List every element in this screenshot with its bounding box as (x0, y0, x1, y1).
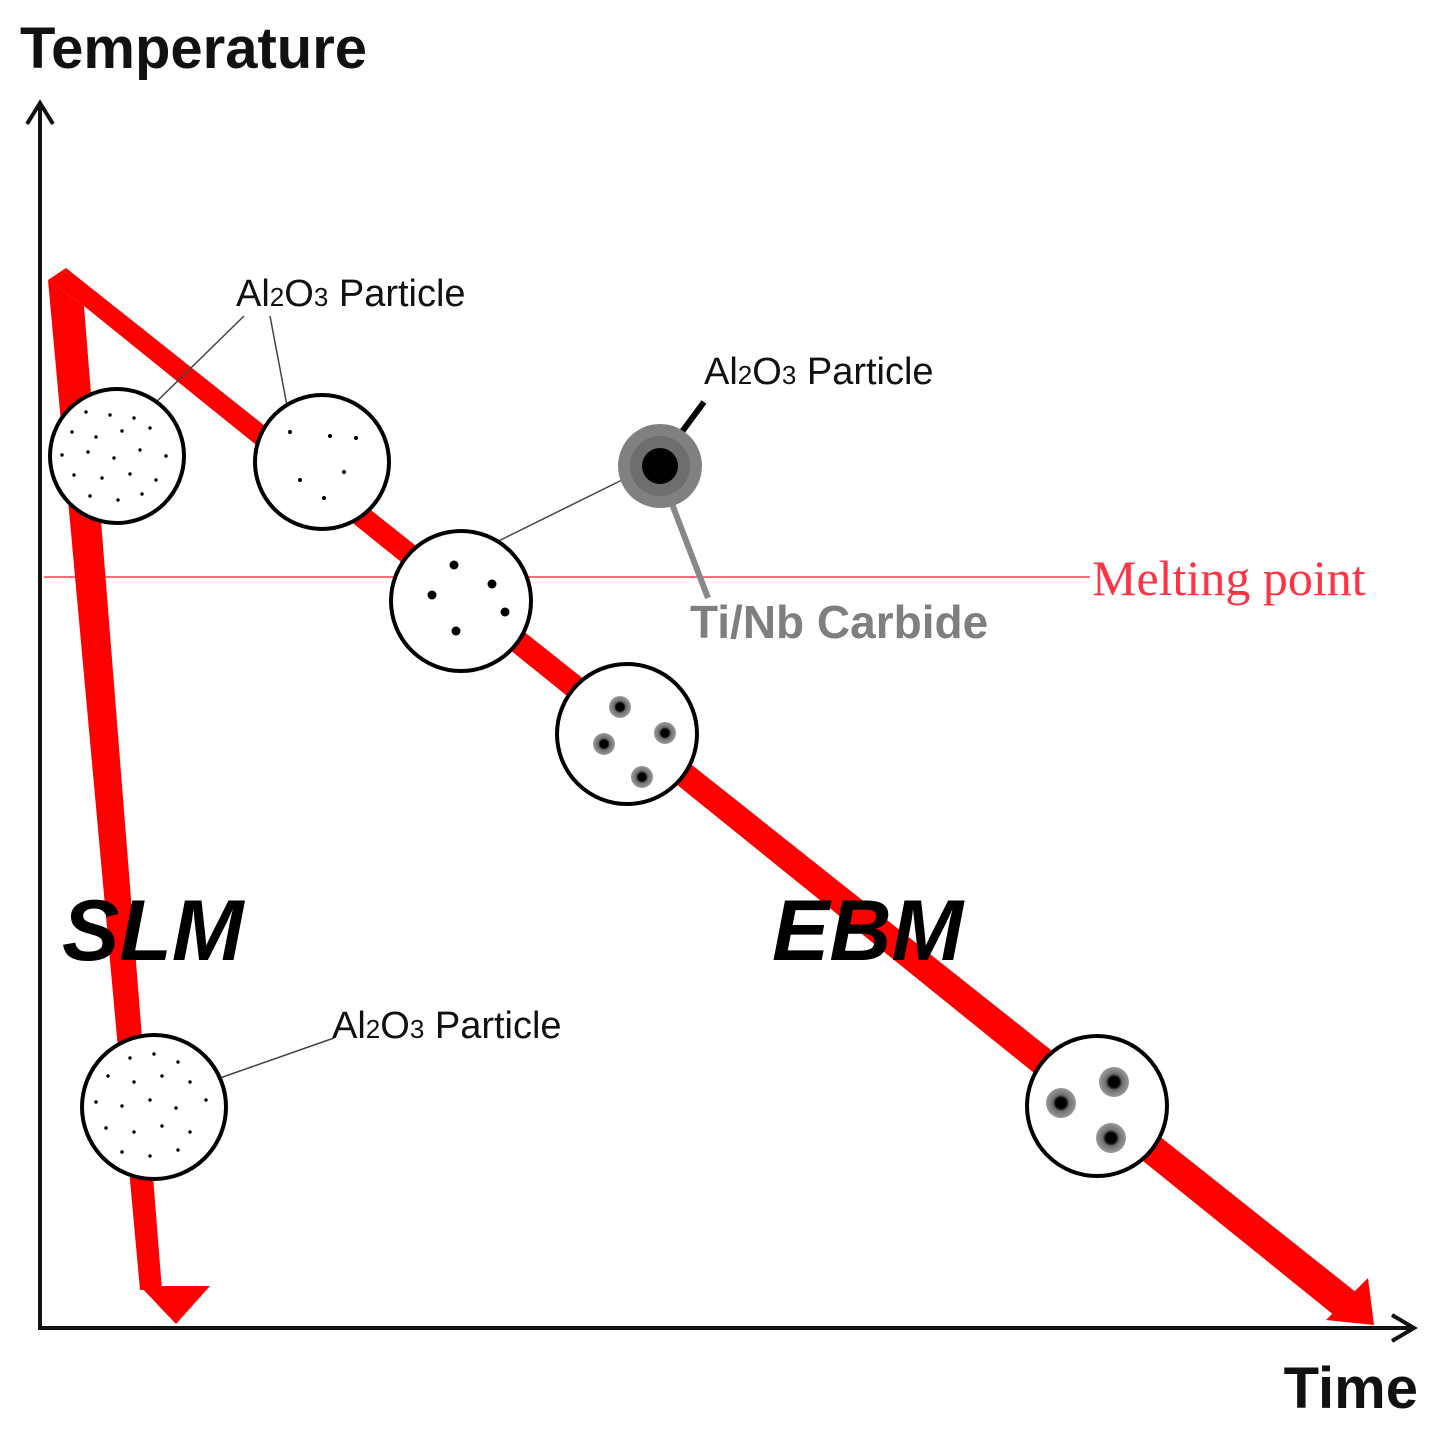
x-axis-arrowhead (1390, 1313, 1418, 1343)
microstructure-circle (389, 529, 533, 673)
microstructure-ebm-3 (555, 662, 699, 806)
microstructure-ebm-4 (1025, 1034, 1169, 1178)
ebm-path (48, 268, 1374, 1325)
melting-point-label: Melting point (1092, 550, 1366, 606)
coarse-particles (427, 560, 510, 636)
microstructure-circle (253, 393, 391, 531)
al2o3-label-carbide: Al2O3 Particle (704, 351, 934, 393)
microstructure-circle (1025, 1034, 1169, 1178)
microstructure-slm-top (48, 387, 186, 525)
x-axis-title: Time (1284, 1356, 1418, 1421)
fine-particles (60, 410, 168, 502)
slm-label: SLM (62, 883, 246, 979)
microstructure-circle (555, 662, 699, 806)
slm-path-arrowhead (140, 1286, 210, 1324)
microstructure-ebm-1 (253, 393, 391, 531)
carbide-symbol (618, 424, 702, 508)
sparse-particles (288, 430, 358, 500)
axes (25, 99, 1418, 1343)
leader-bottom (219, 1037, 335, 1079)
al2o3-label-top: Al2O3 Particle (236, 273, 466, 315)
microstructure-slm-bottom (80, 1033, 228, 1181)
al2o3-core (642, 448, 678, 484)
leader-carbide-shell (669, 502, 711, 600)
microstructure-circle (48, 387, 186, 525)
ebm-path-band (48, 268, 1362, 1320)
carbide-label: Ti/Nb Carbide (690, 596, 988, 648)
carbide-coated-particles (1046, 1067, 1129, 1153)
al2o3-label-bottom: Al2O3 Particle (332, 1005, 562, 1047)
microstructure-circle (80, 1033, 228, 1181)
microstructure-ebm-2 (389, 529, 533, 673)
leader-top-left (147, 315, 245, 411)
ebm-label: EBM (772, 883, 965, 979)
fine-particles (94, 1052, 208, 1158)
carbide-coated-particles (593, 696, 676, 788)
y-axis-arrowhead (25, 99, 55, 126)
y-axis-title: Temperature (20, 16, 367, 81)
ebm-path-arrowhead (1326, 1278, 1374, 1325)
